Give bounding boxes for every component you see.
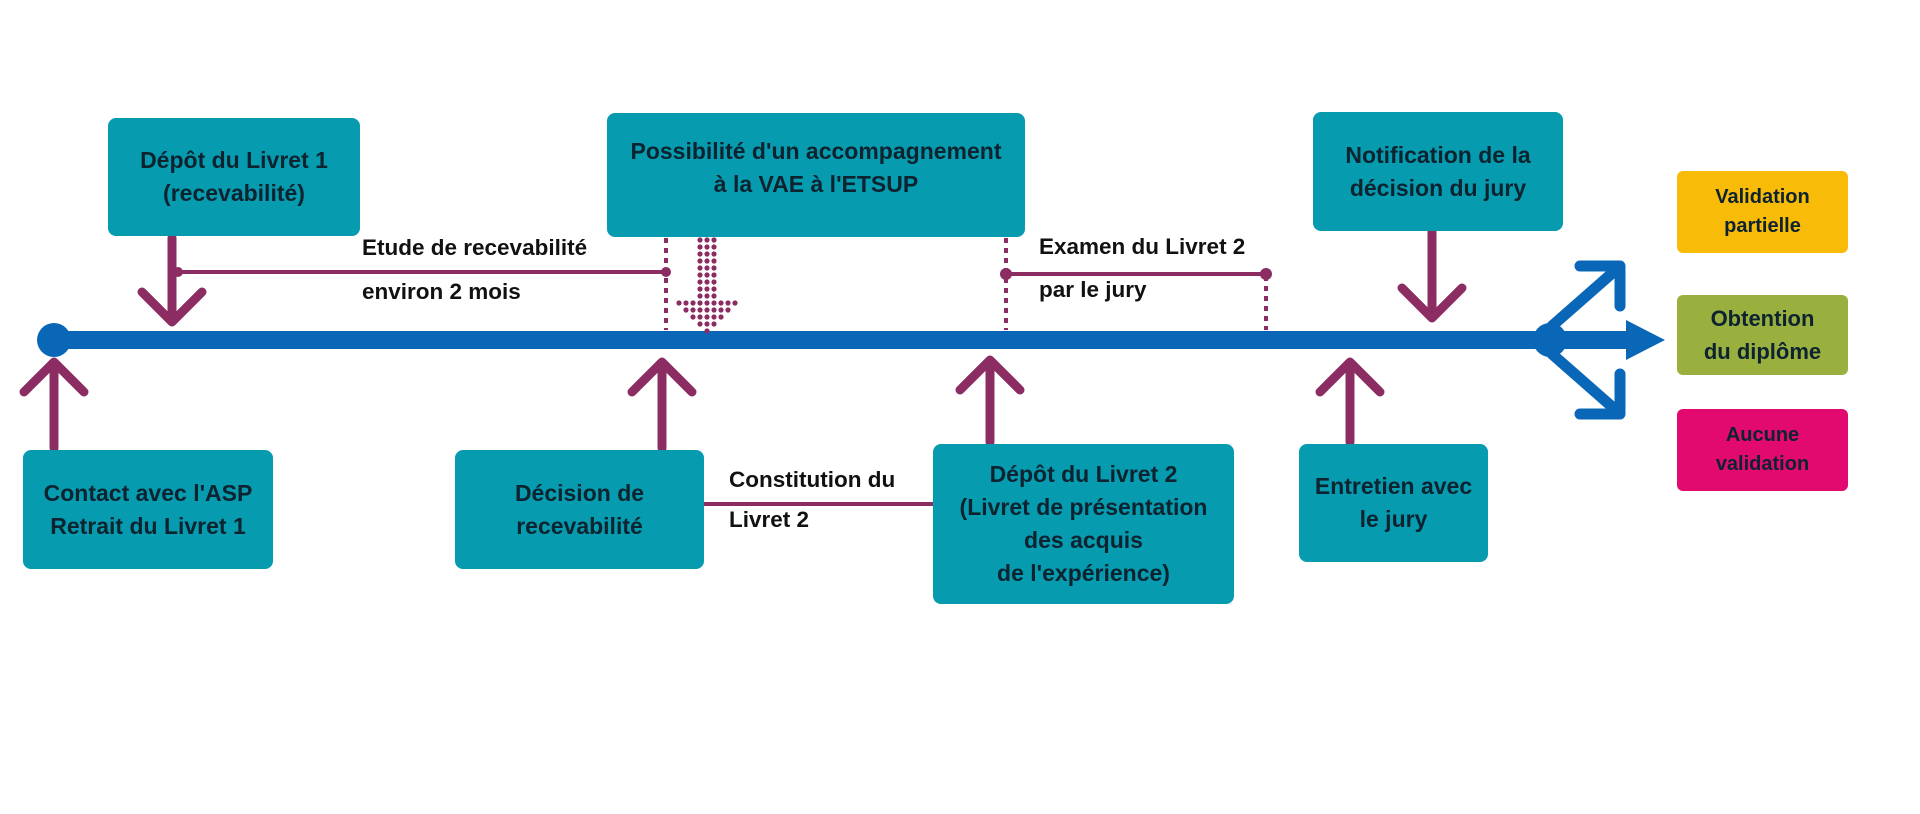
outcome-validation-partielle: Validation partielle — [1677, 171, 1848, 253]
outcome-diplome-line2: du diplôme — [1703, 339, 1822, 364]
box-depot-livret2-line2: (Livret de présentation — [959, 494, 1208, 520]
outcome-obtention-diplome: Obtention du diplôme — [1677, 295, 1848, 375]
label-constitution-line1: Constitution du — [729, 467, 896, 492]
box-decision-line1: Décision de — [514, 479, 645, 506]
box-decision-line2: recevabilité — [516, 512, 643, 539]
box-contact-asp: Contact avec l'ASP Retrait du Livret 1 — [23, 450, 273, 569]
outcome-aucune-line1: Aucune — [1725, 424, 1800, 446]
label-etude-line1: Etude de recevabilité — [362, 235, 588, 260]
arrow-up-depot-livret2 — [955, 355, 1025, 447]
outcome-aucune-validation: Aucune validation — [1677, 409, 1848, 491]
box-notification: Notification de la décision du jury — [1313, 112, 1563, 231]
outcome-aucune-line2: validation — [1715, 453, 1810, 475]
box-depot-livret2: Dépôt du Livret 2 (Livret de présentatio… — [933, 444, 1234, 604]
box-accompagnement-line1: Possibilité d'un accompagnement — [630, 138, 1002, 164]
box-depot-livret1-line1: Dépôt du Livret 1 — [140, 147, 328, 173]
timeline-start-dot — [37, 323, 71, 357]
box-depot-livret1: Dépôt du Livret 1 (recevabilité) — [108, 118, 360, 236]
arrow-up-contact-asp — [19, 357, 89, 453]
arrow-down-depot-livret1 — [137, 233, 207, 327]
label-examen-line2: par le jury — [1039, 277, 1147, 302]
arrow-up-decision — [627, 357, 697, 453]
outcome-partielle-line2: partielle — [1724, 215, 1801, 237]
timeline-arrowhead — [1626, 320, 1665, 360]
branch-arrow-up — [1546, 260, 1626, 332]
box-contact-asp-line2: Retrait du Livret 1 — [50, 512, 246, 539]
connector-etude — [173, 238, 671, 330]
box-accompagnement: Possibilité d'un accompagnement à la VAE… — [607, 113, 1025, 237]
box-depot-livret2-line4: de l'expérience) — [997, 560, 1170, 586]
box-accompagnement-line2: à la VAE à l'ETSUP — [713, 171, 919, 197]
dotted-arrow-accompagnement — [676, 237, 738, 334]
connector-examen — [1000, 238, 1272, 330]
outcome-partielle-line1: Validation — [1715, 186, 1810, 208]
box-notification-line2: décision du jury — [1349, 174, 1527, 201]
label-etude-line2: environ 2 mois — [362, 279, 521, 304]
arrow-down-notification — [1397, 227, 1467, 323]
outcome-diplome-line1: Obtention — [1710, 306, 1815, 331]
box-decision-recevabilite: Décision de recevabilité — [455, 450, 704, 569]
box-depot-livret1-line2: (recevabilité) — [163, 180, 305, 206]
label-constitution-line2: Livret 2 — [729, 507, 810, 532]
box-notification-line1: Notification de la — [1345, 141, 1531, 168]
branch-arrow-down — [1546, 348, 1626, 420]
box-entretien: Entretien avec le jury — [1299, 444, 1488, 562]
arrow-up-entretien — [1315, 357, 1385, 447]
box-entretien-line2: le jury — [1359, 506, 1428, 532]
timeline-end-dot — [1533, 323, 1567, 357]
label-examen-line1: Examen du Livret 2 — [1039, 234, 1246, 259]
box-depot-livret2-line3: des acquis — [1024, 527, 1143, 553]
box-depot-livret2-line1: Dépôt du Livret 2 — [989, 461, 1178, 487]
box-contact-asp-line1: Contact avec l'ASP — [43, 479, 253, 506]
box-entretien-line1: Entretien avec — [1314, 473, 1473, 499]
